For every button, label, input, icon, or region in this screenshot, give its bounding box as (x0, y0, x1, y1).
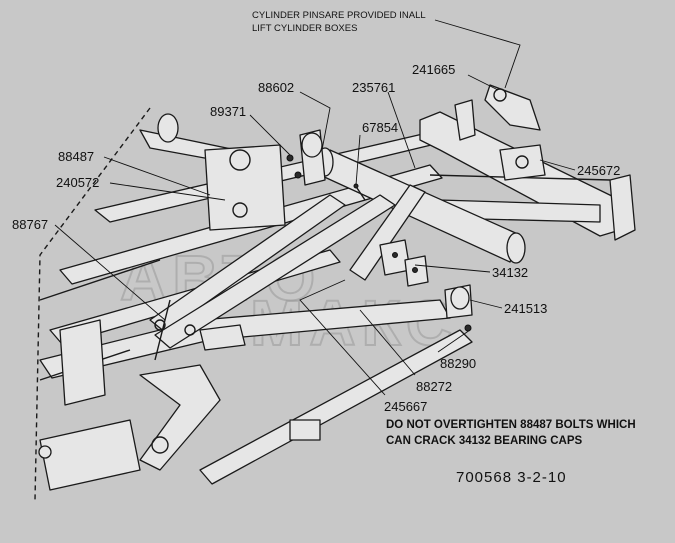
bearing-caps (379, 239, 429, 287)
bolt-88290 (464, 324, 472, 332)
part-label-89371: 89371 (210, 104, 246, 119)
lower-lift-arm (139, 364, 221, 471)
part-label-245672: 245672 (577, 163, 620, 178)
upper-arm-pipe-end (157, 113, 179, 143)
part-label-88487: 88487 (58, 149, 94, 164)
pivot-bracket (204, 144, 286, 231)
leader-88767 (54, 224, 166, 321)
lower-left-hitch (38, 299, 246, 491)
top-note-line1: CYLINDER PINSARE PROVIDED INALL (252, 10, 426, 21)
leader-245667 (299, 279, 386, 396)
warning-line1: DO NOT OVERTIGHTEN 88487 BOLTS WHICH (386, 419, 636, 431)
part-label-240572: 240572 (56, 175, 99, 190)
part-label-241665: 241665 (412, 62, 455, 77)
cylinder-pin (493, 88, 507, 102)
front-rail-clamp (199, 324, 246, 351)
bottom-cross-rail (199, 329, 473, 485)
cylinder-pin-assembly (454, 84, 546, 181)
leader-88290 (437, 329, 471, 353)
warning-line2: CAN CRACK 34132 BEARING CAPS (386, 435, 583, 447)
lift-link-parallel (154, 194, 396, 349)
leader-235761 (387, 91, 416, 169)
link-lower-pin (154, 319, 166, 331)
part-label-235761: 235761 (352, 80, 395, 95)
part-label-245667: 245667 (384, 399, 427, 414)
lift-link-main (149, 194, 346, 333)
bolt-89371 (286, 154, 294, 162)
leader-88272 (359, 309, 416, 376)
shaft-end-right (506, 232, 526, 264)
notes: CYLINDER PINSARE PROVIDED INALL LIFT CYL… (252, 10, 636, 486)
top-note-line2: LIFT CYLINDER BOXES (252, 23, 357, 34)
leader-88602 (299, 91, 331, 151)
leader-34132 (414, 264, 491, 273)
leader-241513 (469, 299, 503, 309)
hitch-cylinder-body (39, 419, 141, 491)
part-label-67854: 67854 (362, 120, 398, 135)
bracket-245672-hole (515, 155, 529, 169)
leader-88487 (103, 156, 211, 196)
cap-bolt-2 (412, 267, 418, 273)
leader-240572 (109, 182, 226, 201)
part-label-88602: 88602 (258, 80, 294, 95)
pivot-lower-hole (232, 202, 248, 218)
part-label-241513: 241513 (504, 301, 547, 316)
bracket-245672 (499, 144, 546, 181)
longitudinal-bar-1 (39, 259, 161, 301)
leader-top-note (434, 19, 521, 89)
leader-67854 (355, 134, 361, 186)
hitch-fitting (38, 445, 52, 459)
lift-links (149, 184, 426, 349)
drawing-id: 700568 3-2-10 (456, 469, 567, 486)
link-235761 (349, 184, 426, 281)
leader-245672 (539, 159, 576, 171)
part-label-88767: 88767 (12, 217, 48, 232)
right-upright-bracket (609, 174, 636, 241)
link-lower-pin-2 (184, 324, 196, 336)
bearing-241513 (444, 284, 473, 332)
lower-link-stub (154, 299, 171, 361)
leader-lines (54, 19, 576, 396)
leader-89371 (249, 114, 291, 156)
part-label-34132: 34132 (492, 265, 528, 280)
bolt-secondary (294, 171, 302, 179)
cylinder-mount-bushing (301, 132, 323, 158)
lower-arm-pivot (151, 436, 169, 454)
part-label-88272: 88272 (416, 379, 452, 394)
pivot-pin-hole (229, 149, 251, 171)
part-label-88290: 88290 (440, 356, 476, 371)
part-number-labels: 241665 88602 235761 89371 67854 88487 24… (12, 62, 620, 414)
bearing-bore (450, 286, 470, 310)
cylinder-clevis (454, 99, 476, 141)
leader-241665 (467, 74, 499, 91)
rail-end-block (289, 419, 321, 441)
left-upright-plate (59, 319, 106, 406)
cap-bolt-1 (392, 252, 398, 258)
cylinder-box (484, 84, 541, 131)
left-pivot-assembly (139, 113, 326, 231)
frame-cut-line (34, 107, 151, 501)
